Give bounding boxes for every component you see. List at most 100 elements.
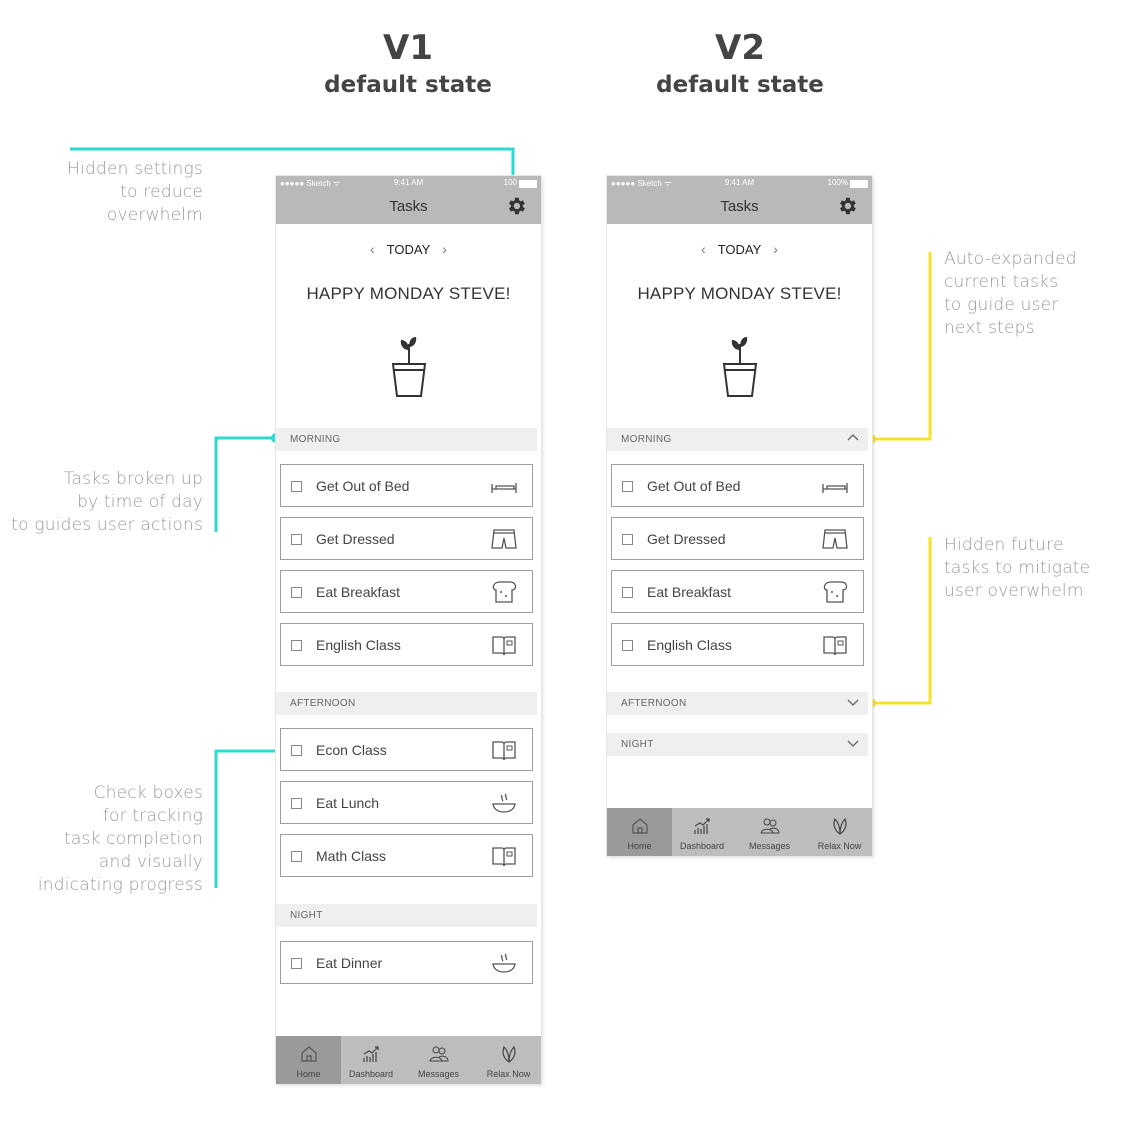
note-line: to guides user actions xyxy=(11,515,203,535)
task-checkbox[interactable] xyxy=(622,640,633,651)
bed-icon xyxy=(822,483,848,493)
tab-relax-now[interactable]: Relax Now xyxy=(807,808,872,856)
tab-bar: Home Dashboard Messages Relax Now xyxy=(276,1036,541,1084)
status-battery-text: 100% xyxy=(827,178,848,187)
task-checkbox[interactable] xyxy=(622,587,633,598)
bread-icon xyxy=(492,581,517,603)
task-row[interactable]: Eat Breakfast xyxy=(611,570,864,613)
chevron-up-icon[interactable] xyxy=(846,431,860,445)
dashboard-icon xyxy=(694,818,710,834)
section-label: NIGHT xyxy=(290,910,323,921)
tab-relax-now[interactable]: Relax Now xyxy=(476,1036,541,1084)
book-icon xyxy=(823,636,847,656)
task-row[interactable]: Econ Class xyxy=(280,728,533,771)
tab-home[interactable]: Home xyxy=(607,808,672,856)
task-checkbox[interactable] xyxy=(291,587,302,598)
section-morning[interactable]: MORNING xyxy=(607,428,868,451)
people-icon xyxy=(759,818,780,834)
task-row[interactable]: English Class xyxy=(611,623,864,666)
section-night[interactable]: NIGHT xyxy=(607,733,868,756)
chevron-right-icon[interactable]: › xyxy=(442,241,447,257)
status-time: 9:41 AM xyxy=(724,178,755,187)
section-night[interactable]: NIGHT xyxy=(276,904,537,927)
task-checkbox[interactable] xyxy=(291,534,302,545)
task-checkbox[interactable] xyxy=(291,481,302,492)
task-label: Eat Breakfast xyxy=(316,584,401,600)
task-row[interactable]: Eat Dinner xyxy=(280,941,533,984)
note-line: Tasks broken up xyxy=(63,469,203,489)
task-row[interactable]: Eat Lunch xyxy=(280,781,533,824)
chevron-down-icon[interactable] xyxy=(846,695,860,709)
task-checkbox[interactable] xyxy=(291,851,302,862)
chevron-left-icon[interactable]: ‹ xyxy=(701,241,706,257)
page-title: Tasks xyxy=(389,198,428,215)
v2-subtitle: default state xyxy=(656,72,824,98)
plant-icon xyxy=(391,337,426,397)
task-checkbox[interactable] xyxy=(291,958,302,969)
dashboard-icon xyxy=(363,1046,379,1062)
tab-dashboard[interactable]: Dashboard xyxy=(341,1036,401,1084)
task-row[interactable]: Get Out of Bed xyxy=(280,464,533,507)
note-line: tasks to mitigate xyxy=(944,558,1091,578)
tab-bar: Home Dashboard Messages Relax Now xyxy=(607,808,872,856)
task-label: Math Class xyxy=(316,848,387,864)
task-row[interactable]: Math Class xyxy=(280,834,533,877)
note-hidden-future: Hidden future tasks to mitigate user ove… xyxy=(944,534,1090,603)
task-checkbox[interactable] xyxy=(622,534,633,545)
shorts-icon xyxy=(822,529,848,549)
task-label: English Class xyxy=(647,637,732,653)
tab-dashboard[interactable]: Dashboard xyxy=(672,808,732,856)
date-label: TODAY xyxy=(717,242,762,257)
v1-title: V1 xyxy=(383,28,433,68)
task-label: Get Dressed xyxy=(647,531,726,547)
section-morning[interactable]: MORNING xyxy=(276,428,537,451)
task-label: Get Out of Bed xyxy=(647,478,741,494)
gear-icon[interactable] xyxy=(505,195,527,217)
date-nav: ‹ TODAY › xyxy=(607,241,872,257)
note-line: indicating progress xyxy=(37,875,203,895)
v1-subtitle: default state xyxy=(324,72,492,98)
status-carrier: ●●●●● Sketch ᯤ xyxy=(611,179,672,188)
date-nav: ‹ TODAY › xyxy=(276,241,541,257)
task-row[interactable]: Get Dressed xyxy=(280,517,533,560)
chevron-left-icon[interactable]: ‹ xyxy=(370,241,375,257)
date-label: TODAY xyxy=(386,242,431,257)
section-label: MORNING xyxy=(290,434,341,445)
chevron-right-icon[interactable]: › xyxy=(773,241,778,257)
phone-v2: ●●●●● Sketch ᯤ 9:41 AM 100% Tasks ‹TODAY… xyxy=(607,176,872,856)
note-line: Auto-expanded xyxy=(944,249,1077,269)
home-icon xyxy=(631,818,648,834)
tab-home[interactable]: Home xyxy=(276,1036,341,1084)
note-hidden-settings: Hidden settings to reduce overwhelm xyxy=(67,158,203,227)
note-auto-expanded: Auto-expanded current tasks to guide use… xyxy=(944,248,1077,340)
task-label: Eat Dinner xyxy=(316,955,383,971)
book-icon xyxy=(492,847,516,867)
status-battery-text: 100 xyxy=(503,178,517,187)
section-afternoon[interactable]: AFTERNOON xyxy=(607,692,868,715)
note-line: task completion xyxy=(63,829,203,849)
tab-messages[interactable]: Messages xyxy=(401,1036,476,1084)
note-line: Check boxes xyxy=(93,783,203,803)
task-label: Eat Lunch xyxy=(316,795,380,811)
task-label: Econ Class xyxy=(316,742,387,758)
task-checkbox[interactable] xyxy=(622,481,633,492)
gear-icon[interactable] xyxy=(836,195,858,217)
section-label: AFTERNOON xyxy=(290,698,356,709)
section-afternoon[interactable]: AFTERNOON xyxy=(276,692,537,715)
task-checkbox[interactable] xyxy=(291,798,302,809)
task-row[interactable]: Get Dressed xyxy=(611,517,864,560)
chevron-down-icon[interactable] xyxy=(846,736,860,750)
task-label: Eat Breakfast xyxy=(647,584,732,600)
task-checkbox[interactable] xyxy=(291,640,302,651)
tab-messages[interactable]: Messages xyxy=(732,808,807,856)
task-label: Get Dressed xyxy=(316,531,395,547)
task-row[interactable]: Get Out of Bed xyxy=(611,464,864,507)
tab-label: Messages xyxy=(417,1069,460,1079)
task-row[interactable]: English Class xyxy=(280,623,533,666)
greeting: HAPPY MONDAY STEVE! xyxy=(637,284,842,303)
status-carrier: ●●●●● Sketch ᯤ xyxy=(280,179,341,188)
note-line: current tasks xyxy=(944,272,1059,292)
status-time: 9:41 AM xyxy=(393,178,424,187)
task-row[interactable]: Eat Breakfast xyxy=(280,570,533,613)
task-checkbox[interactable] xyxy=(291,745,302,756)
